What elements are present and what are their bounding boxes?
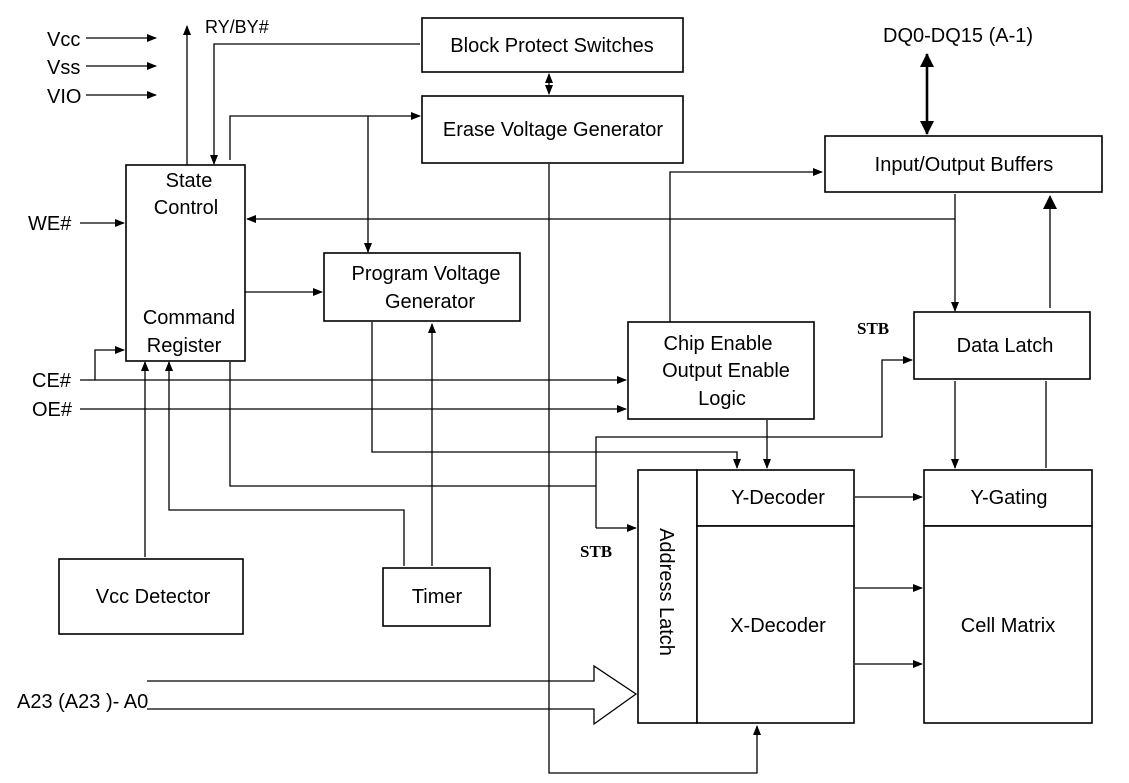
program-voltage-line2: Generator <box>385 291 475 313</box>
ry-by-label: RY/BY# <box>205 17 269 37</box>
address-latch-label: Address Latch <box>655 528 677 656</box>
dq-label: DQ0-DQ15 (A-1) <box>883 25 1033 47</box>
address-input-label: A23 (A23 )- A0 <box>17 691 148 713</box>
vcc-detector-label: Vcc Detector <box>96 586 211 608</box>
vcc-detector: Vcc Detector <box>58 558 244 635</box>
y-gating-label: Y-Gating <box>970 487 1047 509</box>
block-protect-wire <box>210 43 420 165</box>
command-register-line1: Command <box>143 307 235 329</box>
we-label: WE# <box>28 213 72 235</box>
ce-oe-line1: Chip Enable <box>664 333 773 355</box>
command-register-line2: Register <box>147 335 222 357</box>
y-decoder-label: Y-Decoder <box>731 487 825 509</box>
program-voltage-generator: Program Voltage Generator <box>323 252 521 322</box>
y-gating: Y-Gating <box>923 469 1093 527</box>
stb-label-top: STB <box>857 319 889 338</box>
x-decoder-label: X-Decoder <box>730 615 826 637</box>
erase-voltage-label: Erase Voltage Generator <box>443 119 663 141</box>
vss-label: Vss <box>47 57 80 79</box>
state-to-erase-wire <box>229 112 421 160</box>
vio-label: VIO <box>47 86 81 108</box>
timer: Timer <box>382 567 491 627</box>
program-to-ydecoder-wire <box>371 322 741 469</box>
stb-to-datalatch-wire <box>595 356 913 528</box>
erase-to-xdecoder-wire <box>548 164 761 774</box>
state-control-command-register: State Control Command Register <box>125 164 246 362</box>
state-control-line2: Control <box>154 197 218 219</box>
stb-label-bottom: STB <box>580 542 612 561</box>
address-bus-arrow <box>147 664 638 726</box>
io-to-state-wire <box>246 194 956 223</box>
cell-matrix-label: Cell Matrix <box>961 615 1055 637</box>
erase-voltage-generator: Erase Voltage Generator <box>421 95 684 164</box>
timer-label: Timer <box>412 586 463 608</box>
ce-logic-to-io-wire <box>669 168 823 322</box>
io-buffers-label: Input/Output Buffers <box>875 154 1054 176</box>
y-decoder: Y-Decoder <box>696 469 855 527</box>
address-latch: Address Latch <box>637 469 698 724</box>
signal-labels: Vcc Vss VIO RY/BY# DQ0-DQ15 (A-1) WE# CE… <box>17 17 1033 713</box>
ce-oe-line2: Output Enable <box>662 360 790 382</box>
ce-to-state-wire <box>94 346 125 380</box>
vcc-label: Vcc <box>47 29 80 51</box>
block-protect-label: Block Protect Switches <box>450 35 653 57</box>
cell-matrix: Cell Matrix <box>923 525 1093 724</box>
data-latch-label: Data Latch <box>957 335 1054 357</box>
ce-oe-line3: Logic <box>698 388 746 410</box>
ce-label: CE# <box>32 370 72 392</box>
oe-label: OE# <box>32 399 73 421</box>
connections <box>80 25 1057 774</box>
input-output-buffers: Input/Output Buffers <box>824 135 1103 193</box>
data-latch: Data Latch <box>913 311 1091 380</box>
program-voltage-line1: Program Voltage <box>352 263 501 285</box>
chip-enable-output-enable-logic: Chip Enable Output Enable Logic <box>627 321 815 420</box>
x-decoder: X-Decoder <box>696 525 855 724</box>
state-to-addr-wire <box>229 362 596 487</box>
state-to-timer-wire <box>165 361 405 566</box>
block-protect-switches: Block Protect Switches <box>421 17 684 73</box>
state-control-line1: State <box>166 170 213 192</box>
